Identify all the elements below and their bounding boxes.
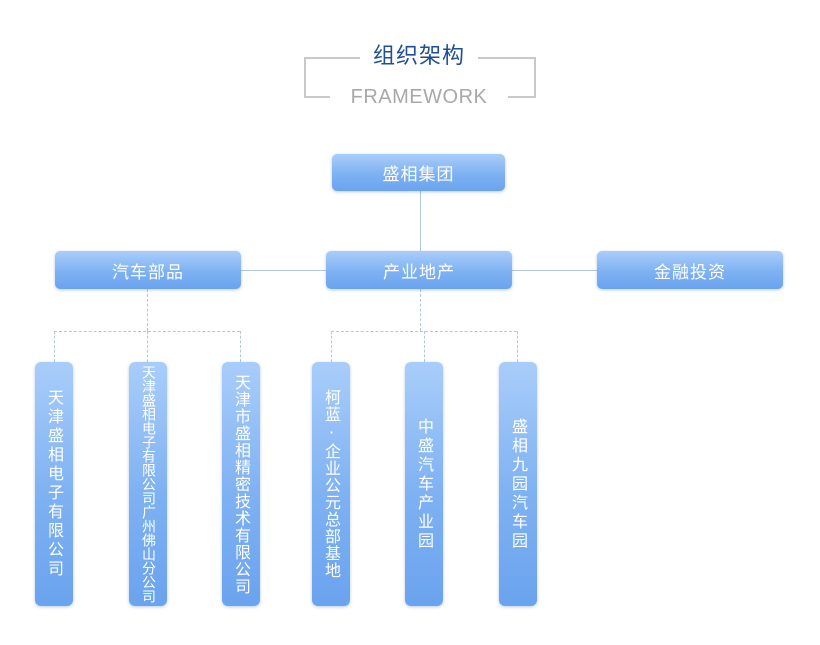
- frame-line: [534, 57, 536, 98]
- division-node-real-estate: 产业地产: [326, 251, 512, 289]
- connector-child: [331, 331, 332, 362]
- company-node: 天津盛相电子有限公司: [35, 362, 73, 606]
- frame-line: [508, 96, 536, 98]
- connector-child: [424, 331, 425, 362]
- connector-group-middle: [420, 289, 421, 331]
- company-label: 天津盛相电子有限公司广州佛山分公司: [140, 365, 156, 603]
- division-label: 金融投资: [654, 262, 726, 283]
- page-title: 组织架构: [372, 44, 465, 69]
- frame-line: [304, 57, 306, 98]
- company-node: 天津市盛相精密技术有限公司: [222, 362, 260, 606]
- page-subtitle: FRAMEWORK: [350, 86, 488, 108]
- company-node: 柯蓝·企业公元总部基地: [312, 362, 350, 606]
- org-root-label: 盛相集团: [382, 165, 455, 185]
- connector-division-left: [241, 270, 327, 271]
- division-label: 产业地产: [383, 262, 455, 283]
- company-label: 天津市盛相精密技术有限公司: [232, 373, 251, 595]
- division-node-auto-parts: 汽车部品: [55, 251, 241, 289]
- company-label: 中盛汽车产业园: [415, 417, 434, 551]
- connector-child: [54, 331, 55, 362]
- company-label: 柯蓝·企业公元总部基地: [322, 389, 341, 579]
- connector-root: [420, 191, 421, 251]
- company-node: 天津盛相电子有限公司广州佛山分公司: [129, 362, 167, 606]
- frame-line: [304, 57, 360, 59]
- connector-child: [147, 331, 148, 362]
- connector-child: [517, 331, 518, 362]
- company-node: 盛相九园汽车园: [499, 362, 537, 606]
- org-root-node: 盛相集团: [332, 154, 505, 191]
- frame-line: [478, 57, 536, 59]
- frame-line: [304, 96, 330, 98]
- company-label: 天津盛相电子有限公司: [45, 389, 64, 579]
- connector-group-left: [147, 289, 148, 331]
- connector-division-right: [512, 270, 598, 271]
- company-label: 盛相九园汽车园: [509, 417, 528, 551]
- company-node: 中盛汽车产业园: [405, 362, 443, 606]
- connector-child: [240, 331, 241, 362]
- division-label: 汽车部品: [112, 262, 184, 283]
- division-node-finance: 金融投资: [597, 251, 783, 289]
